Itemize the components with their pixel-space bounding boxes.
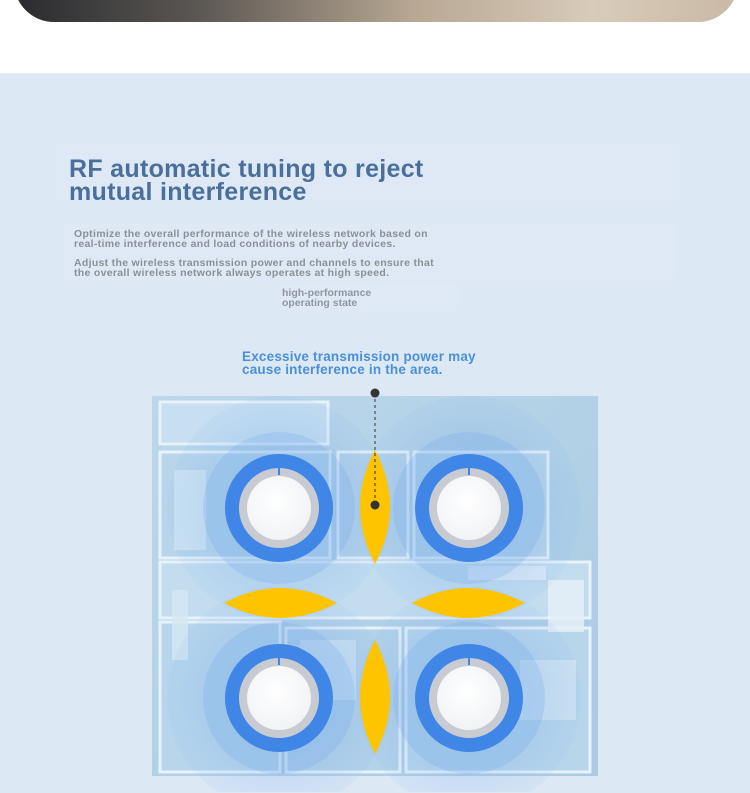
feature-description-2: Adjust the wireless transmission power a… <box>74 257 434 279</box>
access-point-icon <box>225 454 333 562</box>
feature-title: RF automatic tuning to reject mutual int… <box>69 155 424 206</box>
text-backdrop <box>62 222 676 280</box>
interference-zone-icon <box>224 450 525 754</box>
access-point-icon <box>415 644 523 752</box>
operating-state-label: high-performance operating state <box>282 287 372 309</box>
product-photo-banner <box>14 0 738 22</box>
feature-description-1: Optimize the overall performance of the … <box>74 228 428 250</box>
access-point-icon <box>225 644 333 752</box>
title-backdrop <box>58 143 680 199</box>
floor-plan-diagram <box>152 388 598 792</box>
access-point-icon <box>415 454 523 562</box>
interference-warning: Excessive transmission power may cause i… <box>242 349 476 377</box>
callout-marker-icon <box>370 388 380 510</box>
state-backdrop <box>278 284 460 310</box>
